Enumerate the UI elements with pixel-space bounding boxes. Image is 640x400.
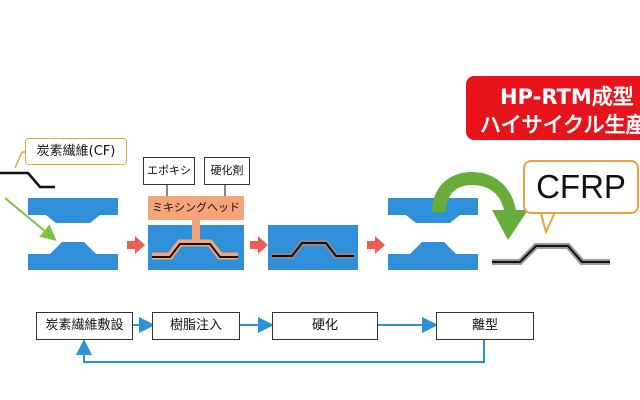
- return-loop-arrow: [76, 339, 485, 363]
- carbon-fiber-label: 炭素繊維(CF): [25, 138, 127, 165]
- cfrp-part: [492, 243, 610, 265]
- cfrp-callout-pointer: [539, 209, 557, 235]
- mold-open-1: [28, 198, 118, 270]
- demold-arrow: [432, 172, 528, 240]
- epoxy-label: エポキシ: [143, 157, 195, 185]
- step-cf-layup: 炭素繊維敷設: [36, 312, 133, 340]
- step-resin-injection: 樹脂注入: [152, 312, 240, 340]
- cf-feed-arrow: [4, 197, 57, 241]
- step-curing: 硬化: [272, 312, 378, 340]
- cfrp-label: CFRP: [523, 160, 639, 214]
- stage-arrow-1: [127, 236, 145, 254]
- mold-closed-curing: [268, 225, 358, 270]
- banner-line-2: ハイサイクル生産: [480, 113, 640, 137]
- process-banner: HP-RTM成型 ハイサイクル生産: [466, 76, 640, 140]
- banner-line-1: HP-RTM成型: [500, 85, 634, 109]
- step-demold: 離型: [436, 312, 534, 340]
- stage-arrow-2: [250, 236, 268, 254]
- hardener-label: 硬化剤: [204, 157, 250, 185]
- mold-closed-injection: [148, 219, 244, 270]
- stage-arrow-3: [367, 236, 385, 254]
- mixing-head-label: ミキシングヘッド: [148, 196, 244, 220]
- carbon-fiber-sheet: [0, 171, 55, 189]
